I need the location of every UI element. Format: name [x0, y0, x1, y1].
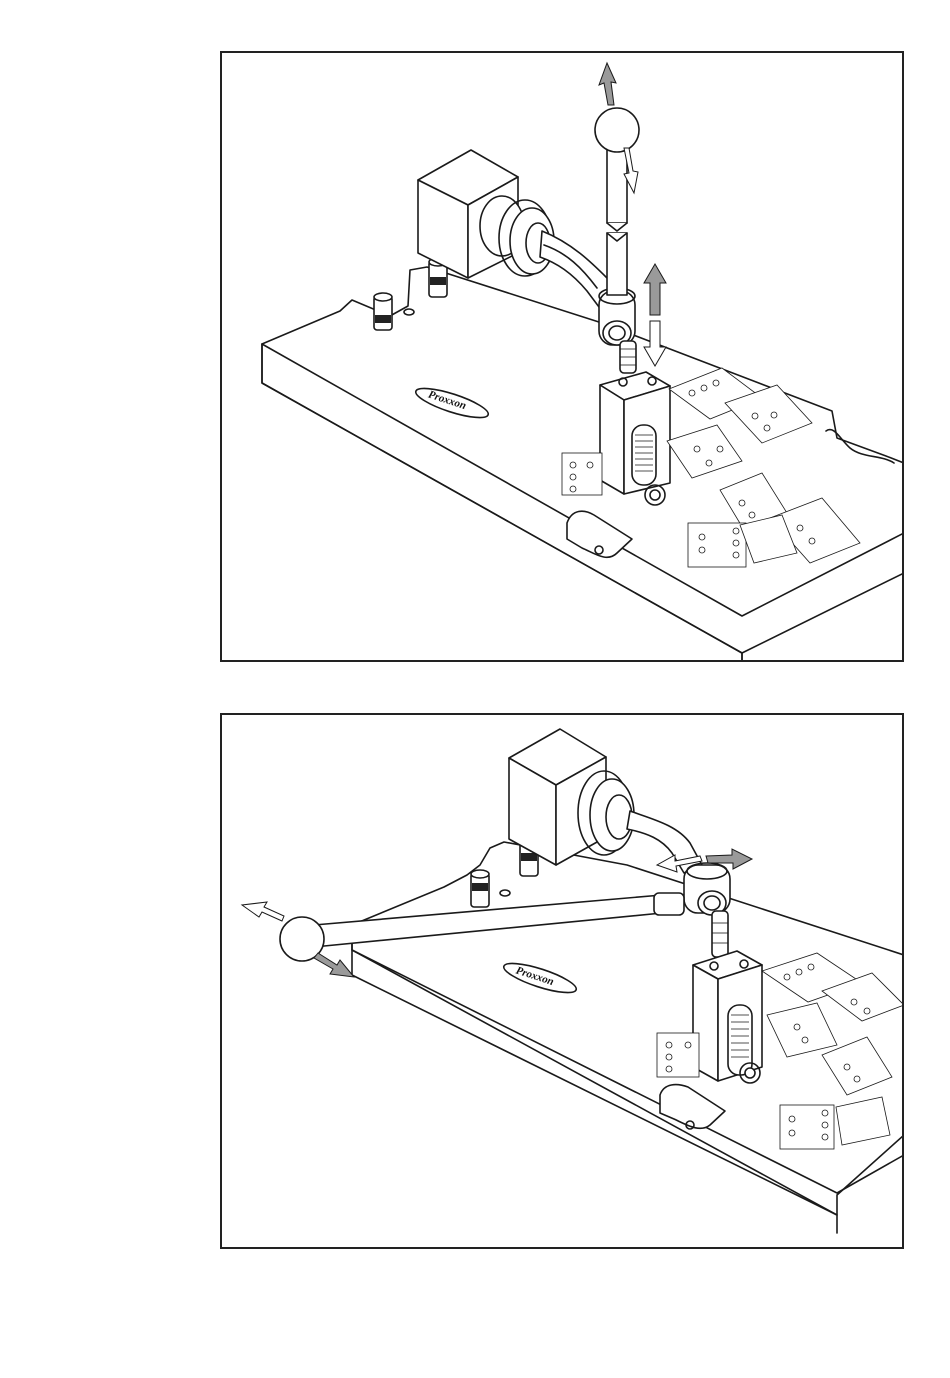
figure-bottom-illustration: Proxxon — [222, 715, 902, 1247]
arrow-right-ball — [314, 953, 354, 977]
magnet-block — [509, 729, 606, 865]
arrow-up-joint — [644, 264, 666, 315]
swivel-joint — [684, 863, 730, 915]
ball-handle — [595, 108, 639, 152]
threaded-stem — [712, 911, 728, 957]
swivel-joint — [599, 288, 635, 345]
post-left — [374, 293, 392, 330]
arrow-up-ball — [599, 63, 616, 105]
post-left — [471, 870, 489, 907]
tool-holder-block — [693, 951, 762, 1083]
figure-top-illustration: Proxxon — [222, 53, 902, 660]
vertical-rod — [607, 143, 627, 295]
tool-holder-block — [600, 372, 670, 505]
arrow-left-ball — [242, 902, 284, 921]
figure-bottom-panel: Proxxon — [220, 713, 904, 1249]
figure-top-panel: Proxxon — [220, 51, 904, 662]
